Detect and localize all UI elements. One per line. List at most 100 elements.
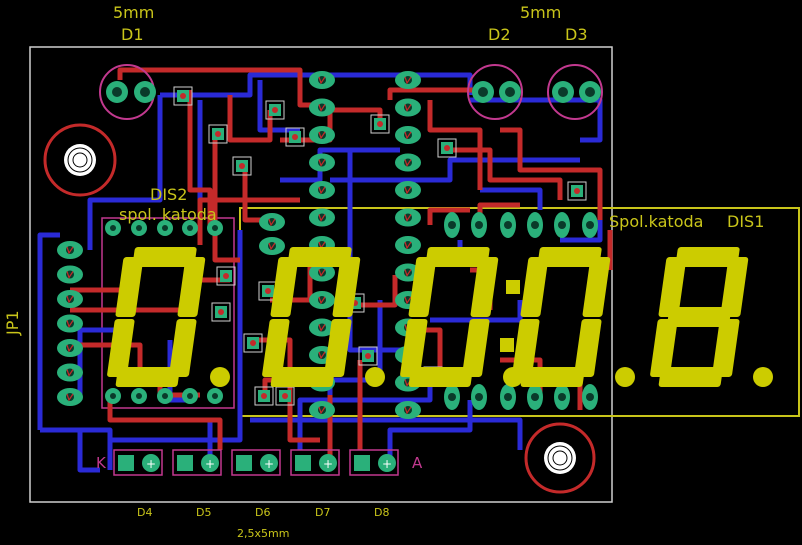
segment-d: [270, 367, 335, 387]
segment-a: [287, 247, 352, 267]
dis2-pin-top: [157, 220, 173, 236]
colon-dot-top: [506, 280, 520, 294]
ic-pad-left: [309, 71, 335, 89]
d3-label: D3: [565, 25, 588, 44]
segment-f: [520, 257, 549, 317]
ic-pad-right: [395, 401, 421, 419]
ic-pad-left: [309, 318, 335, 337]
bottom-copper-traces: [37, 72, 603, 473]
segment-e: [262, 319, 290, 377]
via: [285, 127, 305, 147]
dis1-pin-bottom: [444, 384, 460, 410]
led-d1-footprint: [99, 64, 156, 120]
dis2-pin-top: [182, 220, 198, 236]
dis1-pin-top: [554, 212, 570, 238]
via: [243, 333, 263, 353]
d4-label: D4: [137, 506, 153, 519]
segment-c: [169, 319, 197, 377]
segment-e: [650, 319, 678, 377]
dis1-type-label: Spol.katoda: [609, 212, 704, 231]
jp1-pin: [57, 314, 83, 333]
dis1-pin-bottom: [471, 384, 487, 410]
via: [173, 86, 193, 106]
via: [216, 266, 236, 286]
dis2-outline: [101, 217, 235, 409]
segment-a: [675, 247, 740, 267]
segment-c: [712, 319, 740, 377]
led-d5-footprint: +: [172, 449, 222, 476]
segment-f: [408, 257, 437, 317]
decimal-point: [615, 367, 635, 387]
ic-pad-left: [309, 181, 335, 199]
board-outline: [29, 46, 613, 503]
via: [275, 386, 295, 406]
ic-pad-right: [395, 126, 421, 144]
via: [254, 386, 274, 406]
segment-d: [658, 367, 723, 387]
dis1-pin-bottom: [527, 384, 543, 410]
jp1-pin: [57, 241, 83, 259]
dis2-pin-bottom: [207, 388, 223, 404]
seven-segment-digits: [107, 247, 773, 387]
ic-pad-right: [395, 71, 421, 89]
via: [208, 124, 228, 144]
pad: [259, 213, 285, 231]
dis2-pin-top: [131, 220, 147, 236]
dis2-pin-bottom: [105, 388, 121, 404]
ic-pad-left: [309, 153, 335, 172]
pad: [259, 237, 285, 255]
segment-e: [107, 319, 135, 377]
segment-f: [270, 257, 299, 317]
led-d8-footprint: +: [349, 449, 399, 476]
dis2-pin-top: [105, 220, 121, 236]
led-d3-footprint: [547, 64, 603, 120]
segment-d: [408, 367, 473, 387]
via: [211, 302, 231, 322]
segment-c: [324, 319, 352, 377]
svg-text:+: +: [264, 457, 274, 471]
segment-b: [470, 257, 499, 317]
svg-text:+: +: [323, 457, 333, 471]
digit-3: [400, 247, 499, 387]
ic-pad-left: [309, 208, 335, 227]
dis2-pin-bottom: [182, 388, 198, 404]
via: [437, 138, 457, 158]
digit-5: [650, 247, 749, 387]
via: [567, 181, 587, 201]
jp1-pin: [57, 363, 83, 382]
led-d6-footprint: +: [231, 449, 281, 476]
via: [232, 156, 252, 176]
dis1-pin-top: [471, 212, 487, 238]
digit-4: [512, 247, 611, 387]
dis1-pin-top: [582, 212, 598, 238]
jp1-pin: [57, 388, 83, 406]
d1-label: D1: [121, 25, 144, 44]
jp1-label: JP1: [3, 310, 22, 335]
svg-text:+: +: [146, 457, 156, 471]
dis2-pin-top: [207, 220, 223, 236]
segment-b: [720, 257, 749, 317]
dis2-label: DIS2: [150, 185, 188, 204]
mounting-hole-bottom-right: [524, 422, 596, 494]
ic-pad-right: [395, 153, 421, 172]
ic-pad-left: [309, 98, 335, 117]
segment-e: [400, 319, 428, 377]
led-d7-footprint: +: [290, 449, 340, 476]
decimal-point: [210, 367, 230, 387]
via: [358, 346, 378, 366]
led-size-label: 2,5x5mm: [237, 527, 290, 540]
ic-pad-right: [395, 236, 421, 254]
dis1-pin-top: [500, 212, 516, 238]
jp1-pin: [57, 339, 83, 357]
segment-a: [537, 247, 602, 267]
dis1-pin-bottom: [500, 384, 516, 410]
ic-pad-right: [395, 98, 421, 117]
dis1-label: DIS1: [727, 212, 765, 231]
segment-a: [425, 247, 490, 267]
digit-1: [107, 247, 206, 387]
k-label: K: [96, 454, 106, 472]
segment-c: [574, 319, 602, 377]
segment-a: [132, 247, 197, 267]
